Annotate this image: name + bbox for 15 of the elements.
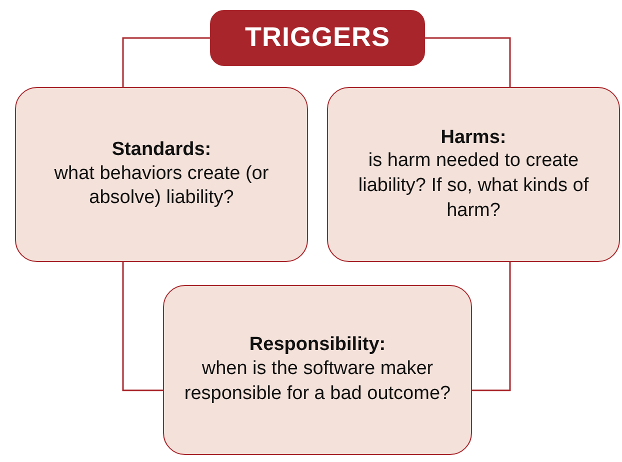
topic-description: what behaviors create (or absolve) liability? — [53, 162, 270, 210]
connector-line — [122, 262, 163, 392]
topic-box — [15, 87, 308, 262]
topic-title: Standards: — [112, 138, 212, 162]
header-title: TRIGGERS — [244, 21, 390, 54]
topic-description: is harm needed to create liability? If so, what kinds of harm? — [357, 149, 590, 223]
topic-title: Responsibility: — [249, 333, 386, 358]
connector-line — [122, 37, 210, 87]
topic-description: when is the software maker responsible for a bad outcome? — [183, 357, 452, 406]
topic-box — [163, 285, 472, 455]
topic-title: Harms: — [440, 126, 506, 150]
connector-line — [425, 37, 511, 87]
connector-line — [472, 262, 511, 392]
header-box — [210, 10, 425, 66]
topic-box — [327, 87, 620, 262]
